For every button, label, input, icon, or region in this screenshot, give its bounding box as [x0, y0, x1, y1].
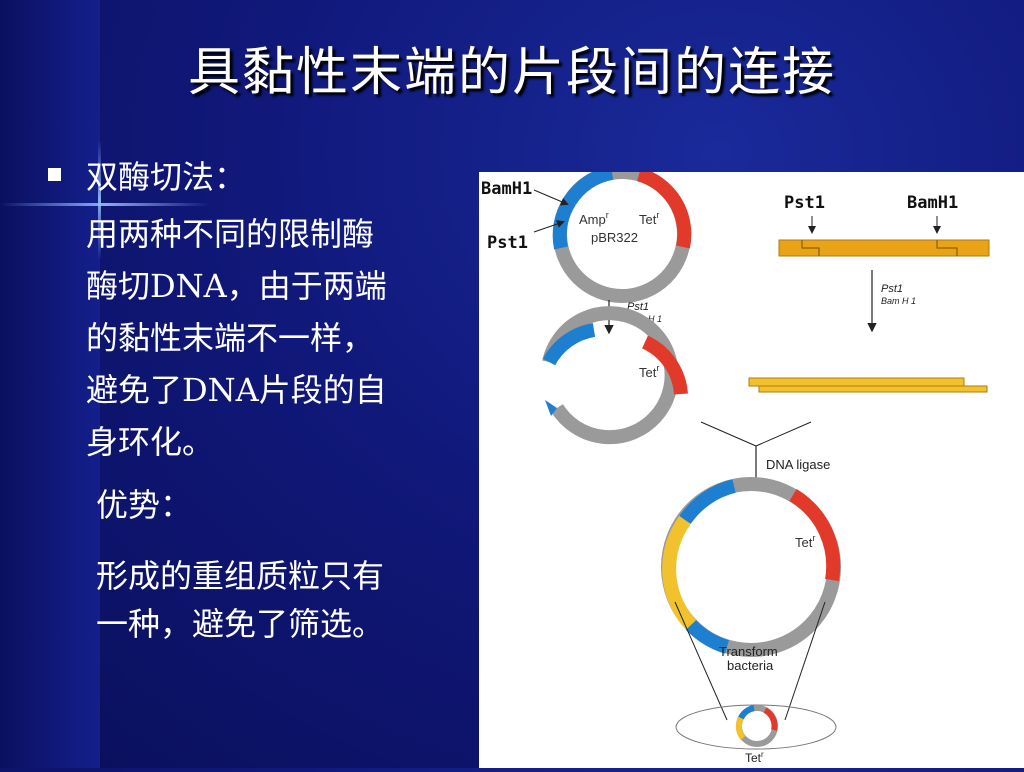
insert-segment	[662, 515, 697, 630]
amp-segment	[685, 619, 730, 654]
pst1-label-left: Pst1	[487, 233, 528, 253]
ligase-label: DNA ligase	[766, 457, 830, 472]
enzyme-label: Pst1	[881, 283, 903, 295]
join-line	[755, 421, 812, 447]
recombinant-plasmid: Tetr	[661, 477, 841, 657]
arrow-bamh1	[533, 189, 569, 206]
advantage-heading: 优势：	[96, 486, 193, 524]
amp-segment	[552, 197, 576, 250]
amp-segment	[738, 705, 755, 720]
small-plasmid	[735, 705, 778, 747]
insert-dna-cut	[748, 377, 988, 393]
dna-fragment	[748, 377, 965, 387]
cone-line	[784, 601, 826, 721]
enzyme-label: Pst1	[627, 301, 649, 313]
bullet-heading: 双酶切法：	[86, 158, 247, 196]
left-band	[0, 0, 100, 768]
insert-segment	[735, 716, 746, 740]
amp-segment	[679, 479, 736, 525]
advantage-line: 形成的重组质粒只有	[96, 557, 385, 595]
body-line: 避免了DNA片段的自	[86, 371, 387, 409]
decor-line-horizontal	[0, 203, 210, 206]
body-line: 用两种不同的限制酶	[86, 215, 375, 253]
opened-plasmid: Tetr	[542, 306, 688, 445]
plasmid-pbr322: Ampr Tetr pBR322	[552, 165, 692, 303]
bamh1-label-right: BamH1	[907, 193, 958, 213]
amp-label: Ampr	[579, 210, 609, 227]
body-line: 的黏性末端不一样，	[86, 319, 375, 357]
cone-line	[674, 601, 728, 721]
slide-title: 具黏性末端的片段间的连接	[187, 43, 836, 103]
tet-label: Tetr	[795, 533, 815, 550]
tet-label: Tetr	[639, 363, 659, 380]
decor-line-vertical	[98, 140, 101, 260]
cloning-diagram-svg: Ampr Tetr pBR322 BamH1 Pst1 Pst1 Bam H 1…	[481, 165, 990, 765]
pst1-label-right: Pst1	[784, 193, 825, 213]
body-line: 身环化。	[86, 423, 215, 461]
insert-dna-uncut	[778, 239, 990, 257]
cut-site	[801, 240, 820, 256]
plasmid-name: pBR322	[591, 230, 638, 245]
tet-segment	[641, 335, 688, 395]
body-line: 酶切DNA，由于两端	[86, 267, 387, 305]
advantage-body: 形成的重组质粒只有 一种，避免了筛选。	[96, 552, 476, 648]
amp-segment	[564, 165, 614, 205]
tet-label: Tetr	[745, 750, 764, 765]
tet-segment	[636, 167, 692, 249]
sticky-end	[545, 400, 557, 416]
tet-segment	[789, 489, 841, 582]
transform-label: Transform	[719, 644, 778, 659]
join-line	[700, 421, 757, 447]
bullet-square-icon	[48, 168, 61, 181]
tet-label: Tetr	[639, 210, 659, 227]
cut-site	[936, 240, 958, 256]
enzyme-label: Bam H 1	[881, 296, 916, 306]
bullet-body: 用两种不同的限制酶 酶切DNA，由于两端 的黏性末端不一样， 避免了DNA片段的…	[86, 208, 466, 468]
advantage-line: 一种，避免了筛选。	[96, 605, 385, 643]
bamh1-label-left: BamH1	[481, 179, 532, 199]
transform-label: bacteria	[727, 658, 774, 673]
arrow-pst1	[533, 220, 565, 233]
amp-segment	[542, 323, 596, 366]
tet-segment	[763, 707, 778, 731]
bacterium-cell	[675, 704, 837, 750]
cloning-diagram: Ampr Tetr pBR322 BamH1 Pst1 Pst1 Bam H 1…	[479, 165, 1024, 768]
